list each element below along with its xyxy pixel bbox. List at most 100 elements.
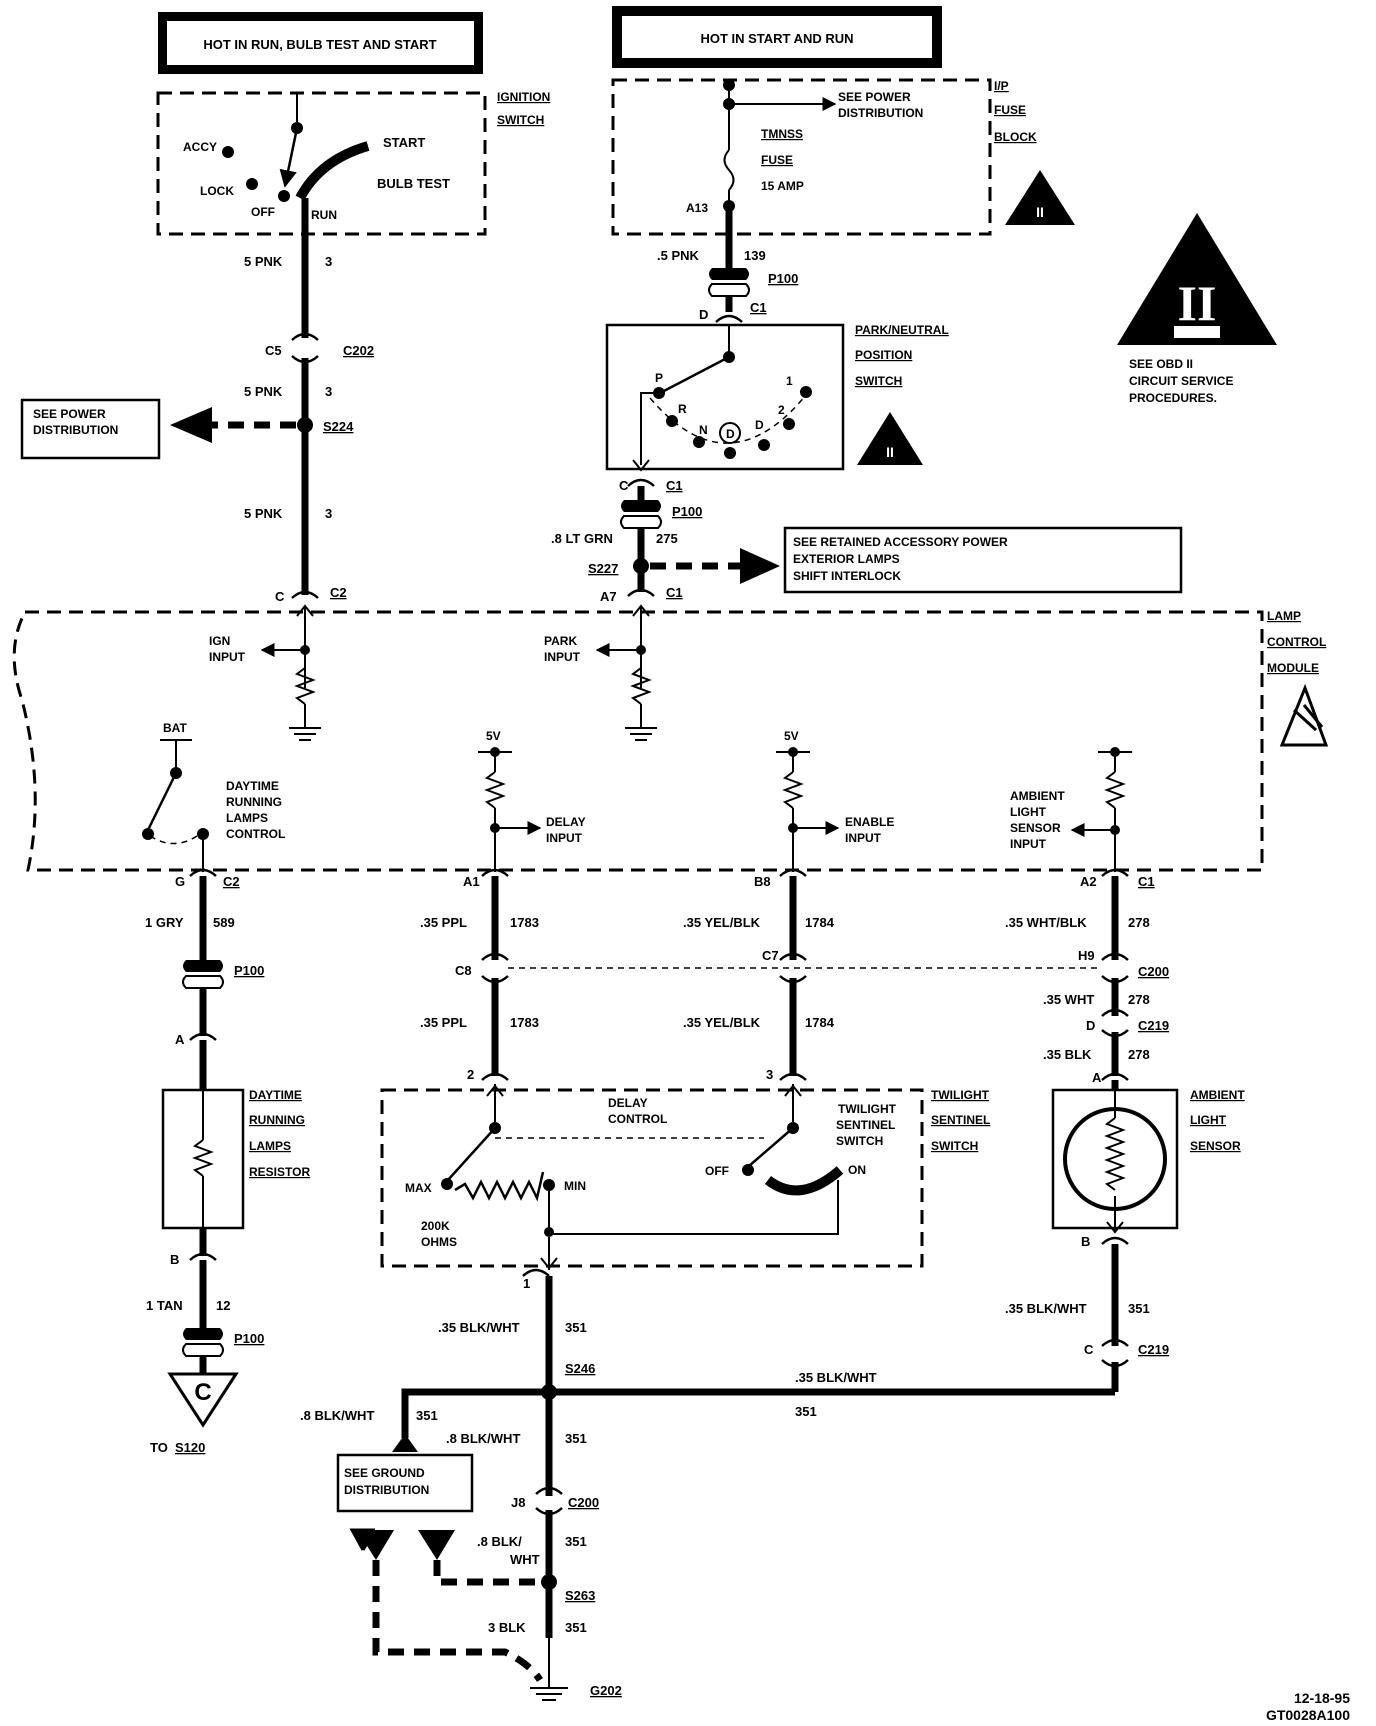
amb-sensor-1: AMBIENT	[1190, 1088, 1245, 1102]
wire-278-3: 278	[1128, 1047, 1150, 1062]
drl-ctrl-2: RUNNING	[226, 795, 282, 809]
conn-c7: C7	[762, 948, 779, 963]
pin-d-c1: D	[699, 307, 708, 322]
accy-label: ACCY	[183, 140, 217, 154]
wire-35whtblk: .35 WHT/BLK	[1005, 915, 1087, 930]
drl-ctrl-1: DAYTIME	[226, 779, 279, 793]
obd-symbol-fuse: II	[1036, 204, 1044, 220]
wire-1784-2: 1784	[805, 1015, 835, 1030]
conn-c202: C202	[343, 343, 374, 358]
conn-p100-drl-bot: P100	[234, 1331, 264, 1346]
park-n: N	[699, 423, 708, 437]
ground-g202: G202	[590, 1683, 622, 1698]
drl-resistor-branch: C G C2 1 GRY 589 P100 A DAYTIME RUNNING …	[145, 868, 310, 1455]
park-2: 2	[778, 403, 785, 417]
obd-note-3: PROCEDURES.	[1129, 391, 1217, 405]
fuse-see-power-2: DISTRIBUTION	[838, 106, 923, 120]
wire-5pnk-park: .5 PNK	[657, 248, 700, 263]
pin-a7: A7	[600, 589, 617, 604]
see-power-distribution-left: SEE POWER DISTRIBUTION	[20, 398, 296, 460]
wire-35blk: .35 BLK	[1043, 1047, 1092, 1062]
wire-3blk: 3 BLK	[488, 1620, 526, 1635]
fuse-see-power-1: SEE POWER	[838, 90, 911, 104]
ignition-switch: ACCY LOCK OFF RUN START BULB TEST IGNITI…	[156, 90, 550, 236]
wire-351-g2: 351	[565, 1431, 587, 1446]
drl-res-4: RESISTOR	[249, 1165, 310, 1179]
fuse-rating: 15 AMP	[761, 179, 804, 193]
retained-2: EXTERIOR LAMPS	[793, 552, 900, 566]
header-text-left: HOT IN RUN, BULB TEST AND START	[203, 37, 436, 52]
wire-35wht: .35 WHT	[1043, 992, 1094, 1007]
park-d-circle: D	[726, 427, 735, 441]
wire-1tan: 1 TAN	[146, 1298, 183, 1313]
header-text-right: HOT IN START AND RUN	[700, 31, 853, 46]
ground-distribution-section: .35 BLK/WHT 351 S246 .35 BLK/WHT 351 .8 …	[300, 1268, 1115, 1701]
v5-delay: 5V	[486, 729, 501, 743]
pin-2: 2	[467, 1067, 474, 1082]
ip-fuse-block: SEE POWER DISTRIBUTION TMNSS FUSE 15 AMP…	[611, 78, 1075, 270]
see-power-left-1: SEE POWER	[33, 407, 106, 421]
conn-c200-amb: C200	[1138, 964, 1169, 979]
wire-35blkwht-h: .35 BLK/WHT	[795, 1370, 877, 1385]
conn-c2: C2	[330, 585, 347, 600]
conn-c2-g: C2	[223, 874, 240, 889]
wire-3-3: 3	[325, 506, 332, 521]
drl-ctrl-4: CONTROL	[226, 827, 285, 841]
tw-pin-1: 1	[523, 1276, 530, 1291]
conn-c200-ground: C200	[568, 1495, 599, 1510]
park-p: P	[655, 371, 663, 385]
tw-title-3: SWITCH	[931, 1139, 978, 1153]
amb-sensor-2: LIGHT	[1190, 1113, 1227, 1127]
wire-278-1: 278	[1128, 915, 1150, 930]
park-output-wire: C C1 P100 .8 LT GRN 275 S227 A7 C1	[551, 478, 702, 604]
wire-35blkwht-g1: .35 BLK/WHT	[438, 1320, 520, 1335]
pin-a2: A2	[1080, 874, 1097, 889]
delay-ctrl-2: CONTROL	[608, 1112, 667, 1126]
wire-1783-1: 1783	[510, 915, 539, 930]
retained-1: SEE RETAINED ACCESSORY POWER	[793, 535, 1008, 549]
park-r: R	[678, 402, 687, 416]
wire-8blkwht-g2: .8 BLK/WHT	[446, 1431, 520, 1446]
module-title-2: CONTROL	[1267, 635, 1326, 649]
wire-3-2: 3	[325, 384, 332, 399]
bulb-test-label: BULB TEST	[377, 176, 450, 191]
wire-351-h: 351	[795, 1404, 817, 1419]
wire-589: 589	[213, 915, 235, 930]
park-title-3: SWITCH	[855, 374, 902, 388]
tw-sw-1: TWILIGHT	[838, 1102, 897, 1116]
enable-input-1: ENABLE	[845, 815, 894, 829]
pin-g: G	[175, 874, 185, 889]
conn-c219: C219	[1138, 1018, 1169, 1033]
pin-h9: H9	[1078, 948, 1095, 963]
amb-sensor-3: SENSOR	[1190, 1139, 1241, 1153]
ignition-title-2: SWITCH	[497, 113, 544, 127]
amb-input-1: AMBIENT	[1010, 789, 1065, 803]
header-hot-start-run: HOT IN START AND RUN	[612, 6, 942, 68]
wire-5pnk-1: 5 PNK	[244, 254, 283, 269]
pin-d-amb: D	[1086, 1018, 1095, 1033]
start-label: START	[383, 135, 425, 150]
wire-5pnk-2: 5 PNK	[244, 384, 283, 399]
wire-8blk-b: WHT	[510, 1552, 540, 1567]
wire-8ltgrn: .8 LT GRN	[551, 531, 613, 546]
wire-35yelblk-1: .35 YEL/BLK	[683, 915, 761, 930]
conn-p100-top: P100	[768, 271, 798, 286]
pin-b-amb: B	[1081, 1234, 1090, 1249]
tw-min: MIN	[564, 1179, 586, 1193]
run-label: RUN	[311, 208, 337, 222]
wire-3-1: 3	[325, 254, 332, 269]
obd-symbol: II	[1178, 275, 1217, 331]
pin-a1: A1	[463, 874, 480, 889]
conn-c1-amb: C1	[1138, 874, 1155, 889]
see-power-left-2: DISTRIBUTION	[33, 423, 118, 437]
enable-wire-1784: B8 .35 YEL/BLK 1784 C7 .35 YEL/BLK 1784 …	[683, 868, 835, 1082]
ign-input-1: IGN	[209, 634, 230, 648]
wire-351-left: 351	[416, 1408, 438, 1423]
wire-351-g4: 351	[565, 1620, 587, 1635]
fuse-word: FUSE	[761, 153, 793, 167]
wire-1gry: 1 GRY	[145, 915, 184, 930]
pin-c-c2: C	[275, 589, 285, 604]
obd-note-1: SEE OBD II	[1129, 357, 1193, 371]
ign-input-2: INPUT	[209, 650, 246, 664]
